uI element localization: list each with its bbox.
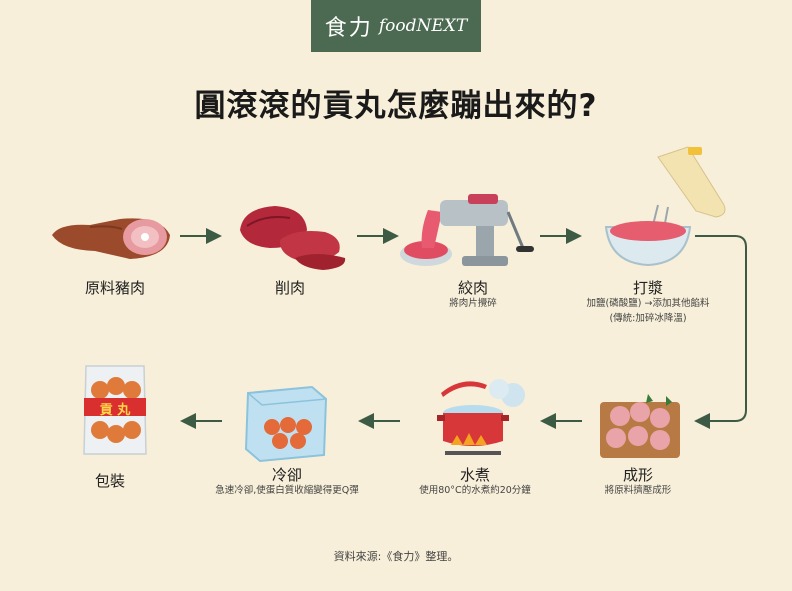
arrow-4 bbox=[694, 235, 747, 429]
step-label-slice: 削肉 bbox=[274, 279, 305, 297]
package-bag-icon bbox=[83, 365, 147, 455]
step-desc-beat: 加鹽(磷酸鹽) →添加其他餡料 bbox=[586, 298, 710, 309]
sliced-meat-icon bbox=[240, 206, 346, 270]
page-title: 圓滾滾的貢丸怎麼蹦出來的? bbox=[194, 88, 598, 124]
step-label-shape: 成形 bbox=[622, 466, 653, 484]
brand-en: foodNEXT bbox=[378, 16, 468, 36]
brand-logo: 食力 foodNEXT bbox=[311, 0, 481, 52]
step-label-boil: 水煮 bbox=[459, 466, 490, 484]
step-label-grind: 絞肉 bbox=[457, 279, 488, 297]
ice-cube-icon bbox=[244, 385, 328, 463]
pork-leg-icon bbox=[52, 218, 170, 259]
mixer-bowl-icon bbox=[604, 146, 726, 267]
step-label-cool: 冷卻 bbox=[271, 466, 302, 484]
step-label-raw-pork: 原料豬肉 bbox=[84, 279, 145, 297]
step-desc-cool: 急速冷卻,使蛋白質收縮變得更Q彈 bbox=[215, 485, 359, 496]
package-label: 貢 丸 bbox=[99, 403, 131, 418]
step-label-package: 包裝 bbox=[94, 472, 125, 490]
package-icon: 貢 丸 bbox=[80, 360, 150, 460]
source-note: 資料來源:《食力》整理。 bbox=[333, 550, 459, 563]
step-desc-boil: 使用80°C的水煮約20分鐘 bbox=[419, 485, 531, 496]
step-desc-beat-traditional: (傳統:加碎冰降溫) bbox=[609, 313, 687, 324]
step-desc-shape: 將原料擠壓成形 bbox=[604, 485, 672, 496]
boiling-pot-icon bbox=[437, 379, 525, 455]
brand-zh: 食力 bbox=[324, 16, 373, 41]
meatballs-board-icon bbox=[600, 394, 680, 458]
step-label-beat: 打漿 bbox=[632, 279, 663, 297]
meat-grinder-icon bbox=[400, 194, 534, 266]
step-desc-grind: 將肉片攪碎 bbox=[449, 298, 497, 309]
